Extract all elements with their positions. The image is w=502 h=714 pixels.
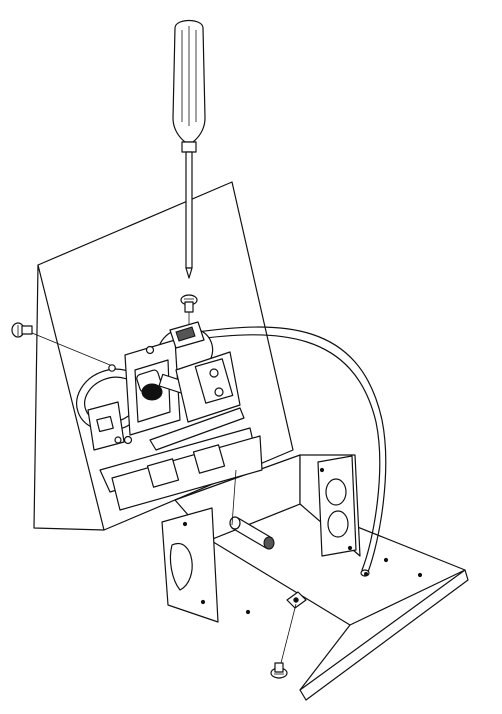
screw-bottom — [270, 662, 288, 679]
screwdriver — [172, 19, 206, 279]
assembly-guide-lines — [31, 312, 297, 664]
pump-assembly — [76, 321, 263, 511]
base-tray — [161, 454, 469, 701]
drain-hose — [189, 326, 387, 577]
screw-left — [11, 322, 33, 338]
screw-top — [180, 294, 198, 313]
